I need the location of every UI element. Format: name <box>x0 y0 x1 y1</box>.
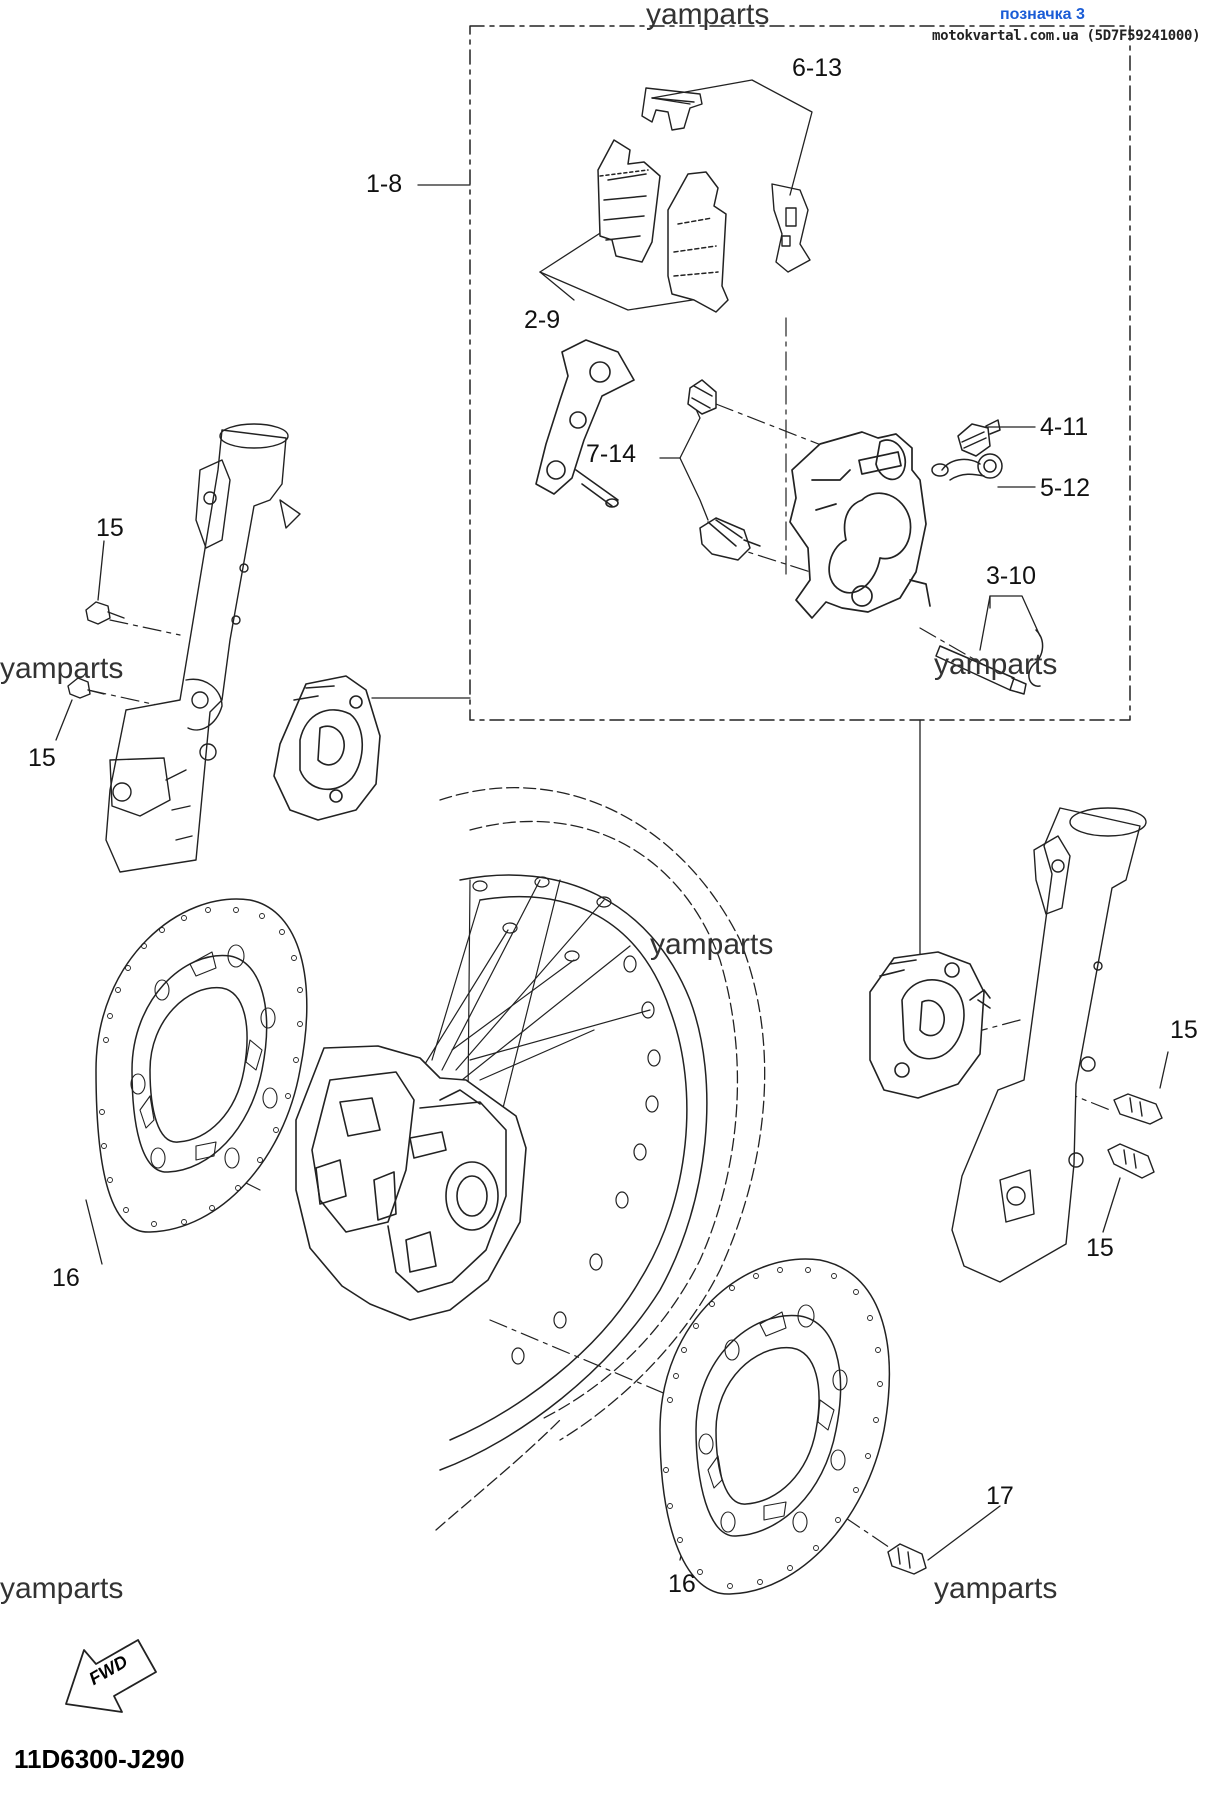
watermark-center: yamparts <box>650 928 774 961</box>
disc-bolt <box>887 1543 927 1575</box>
rim-holes <box>511 955 661 1365</box>
bolt-left-lower <box>67 677 105 699</box>
caliper-body <box>789 431 931 619</box>
bleed-cap <box>931 453 1003 481</box>
callout-4-11: 4-11 <box>1040 413 1089 441</box>
callout-6-13: 6-13 <box>792 54 843 82</box>
pad-clip-upper <box>641 87 703 131</box>
pad-pin <box>935 629 1044 695</box>
bolt-right-upper <box>1113 1093 1163 1125</box>
brake-pad-rear <box>667 171 729 313</box>
caliper-left-assembled <box>273 675 381 821</box>
source-site-label: motokvartal.com.ua (5D7F59241000) <box>932 28 1201 44</box>
bleed-screw <box>957 419 1001 457</box>
disc-right-holes <box>698 1304 848 1533</box>
fork-leg-left <box>105 423 301 873</box>
watermark-right-upper: yamparts <box>934 648 1058 681</box>
caliper-assembly-box <box>469 25 1131 721</box>
disc-left-drill <box>99 907 303 1227</box>
tire-outline <box>435 787 766 1531</box>
watermark-right-lower: yamparts <box>934 1572 1058 1605</box>
slide-pin <box>699 517 761 561</box>
watermark-left-lower: yamparts <box>0 1572 124 1605</box>
brake-pad-front <box>597 139 661 263</box>
callout-1-8: 1-8 <box>366 170 403 198</box>
diagram-ref-link[interactable]: позначка 3 <box>1000 6 1085 23</box>
watermark-top: yamparts <box>646 0 770 31</box>
callout-5-12: 5-12 <box>1040 474 1091 502</box>
wheel-rim <box>439 874 708 1471</box>
callout-16-right: 16 <box>668 1570 696 1598</box>
disc-left-holes <box>130 944 278 1169</box>
callout-15-left-upper: 15 <box>96 514 124 542</box>
callout-7-14: 7-14 <box>586 440 637 468</box>
callout-15-right-upper: 15 <box>1170 1016 1198 1044</box>
brake-disc-left <box>95 898 308 1233</box>
wheel-hub <box>295 1045 527 1321</box>
callout-16-left: 16 <box>52 1264 80 1292</box>
watermark-left-upper: yamparts <box>0 652 124 685</box>
callout-3-10: 3-10 <box>986 562 1037 590</box>
disc-right-drill <box>663 1267 883 1589</box>
callout-17: 17 <box>986 1482 1014 1510</box>
spokes <box>419 876 651 1121</box>
diagram-code: 11D6300-J290 <box>14 1744 185 1774</box>
fwd-arrow <box>65 1639 157 1713</box>
callout-2-9: 2-9 <box>524 306 561 334</box>
callout-15-right-lower: 15 <box>1086 1234 1114 1262</box>
bolt-right-lower <box>1107 1143 1155 1179</box>
brake-disc-right <box>659 1258 890 1595</box>
bolt-left-upper <box>85 601 125 625</box>
pad-spring <box>771 183 811 273</box>
slide-pin-boot <box>687 379 717 415</box>
leader-lines <box>55 79 1169 1561</box>
callout-15-left-lower: 15 <box>28 744 56 772</box>
caliper-right-assembled <box>869 951 991 1099</box>
fork-leg-right <box>951 807 1147 1283</box>
caliper-bracket <box>535 339 635 508</box>
